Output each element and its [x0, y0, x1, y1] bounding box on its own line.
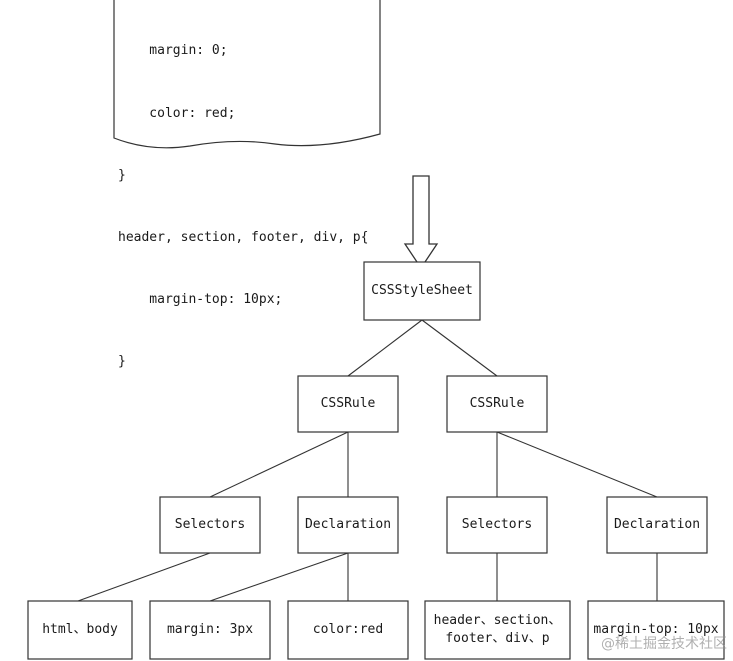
node-leaf-header-line2: footer、div、p — [445, 631, 550, 646]
code-line: color: red; — [118, 105, 236, 121]
code-line: header, section, footer, div, p{ — [118, 229, 369, 245]
node-declaration-right: Declaration — [613, 517, 701, 532]
node-box-declaration-right — [606, 496, 708, 554]
node-selectors-left: Selectors — [174, 517, 246, 532]
edge-declaration-margin — [209, 552, 349, 602]
node-box-margin — [149, 600, 271, 660]
edge-root-rule-left — [347, 319, 423, 377]
code-line: } — [118, 167, 126, 183]
node-css-rule-right: CSSRule — [469, 396, 525, 411]
node-leaf-color: color:red — [312, 622, 384, 637]
node-leaf-header-selectors: header、section、 footer、div、p — [425, 601, 570, 659]
watermark: @稀土掘金技术社区 — [601, 636, 727, 652]
down-arrow — [403, 175, 439, 270]
node-selectors-right: Selectors — [461, 517, 533, 532]
node-box-selectors-right — [446, 496, 548, 554]
edge-selectors-html-body — [77, 552, 211, 602]
code-line: } — [118, 353, 126, 369]
code-line: margin: 0; — [118, 43, 228, 59]
node-leaf-header-line1: header、section、 — [433, 613, 562, 628]
node-box-margin-top — [587, 600, 725, 660]
edge-rule-left-selectors — [209, 431, 349, 498]
node-box-rule-right — [446, 375, 548, 433]
node-box-header-selectors — [424, 600, 571, 660]
node-box-selectors-left — [159, 496, 261, 554]
node-css-rule-left: CSSRule — [320, 396, 376, 411]
node-leaf-margin: margin: 3px — [166, 622, 254, 637]
node-css-stylesheet: CSSStyleSheet — [371, 283, 473, 298]
node-leaf-margin-top: margin-top: 10px — [593, 622, 719, 637]
edge-rule-right-declaration — [496, 431, 658, 498]
code-line: margin-top: 10px; — [118, 291, 283, 307]
node-box-rule-left — [297, 375, 399, 433]
node-declaration-left: Declaration — [304, 517, 392, 532]
edge-root-rule-right — [421, 319, 498, 377]
css-source-document: margin: 0; color: red; } header, section… — [118, 0, 380, 393]
node-box-declaration-left — [297, 496, 399, 554]
node-leaf-html-body: html、body — [42, 622, 118, 637]
node-box-color — [287, 600, 409, 660]
document-outline — [113, 0, 381, 149]
node-box-html-body — [27, 600, 133, 660]
node-box-root — [363, 261, 481, 321]
